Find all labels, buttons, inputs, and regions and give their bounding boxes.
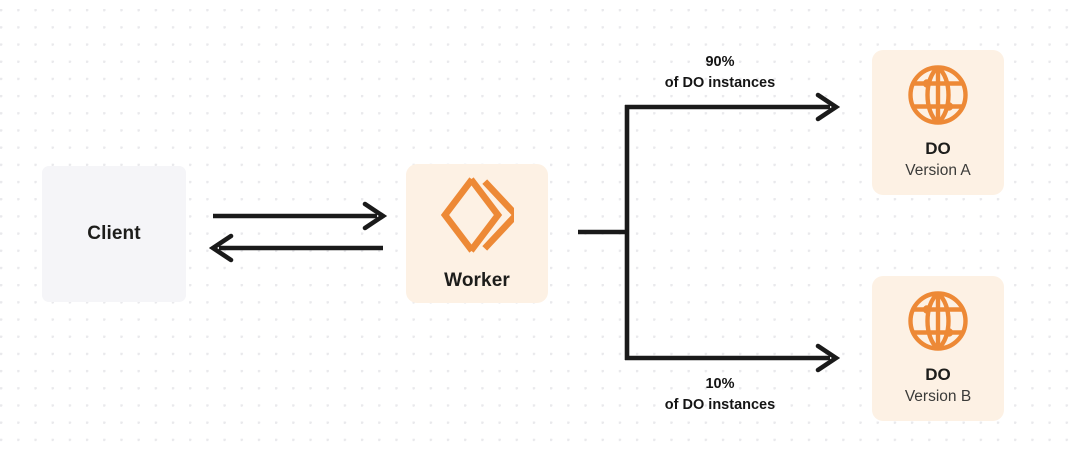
edge-label-bottom: 10% of DO instances <box>620 374 820 416</box>
edge-label-top: 90% of DO instances <box>620 52 820 94</box>
arrow-split-to-do-b <box>625 343 841 373</box>
arrow-client-to-worker <box>213 201 388 231</box>
node-do-b-version: Version B <box>904 387 972 405</box>
node-worker[interactable]: Worker <box>406 164 548 303</box>
arrow-split-to-do-a <box>625 92 841 122</box>
node-client-label: Client <box>87 223 141 245</box>
edge-label-top-caption: of DO instances <box>664 75 776 92</box>
node-do-a-version: Version A <box>905 161 971 179</box>
node-client[interactable]: Client <box>42 166 186 302</box>
node-do-b-label: DO <box>925 365 951 385</box>
node-worker-label: Worker <box>444 269 510 291</box>
globe-icon <box>907 64 969 126</box>
workers-chevron-icon <box>440 176 521 254</box>
node-do-a-label: DO <box>925 139 951 159</box>
node-do-version-b[interactable]: DO Version B <box>872 276 1004 421</box>
edge-label-top-percent: 90% <box>705 54 735 70</box>
arrow-worker-to-client <box>208 233 383 263</box>
edge-label-bottom-caption: of DO instances <box>664 397 776 414</box>
node-do-version-a[interactable]: DO Version A <box>872 50 1004 195</box>
edge-label-bottom-percent: 10% <box>705 376 735 392</box>
globe-icon <box>907 290 969 352</box>
